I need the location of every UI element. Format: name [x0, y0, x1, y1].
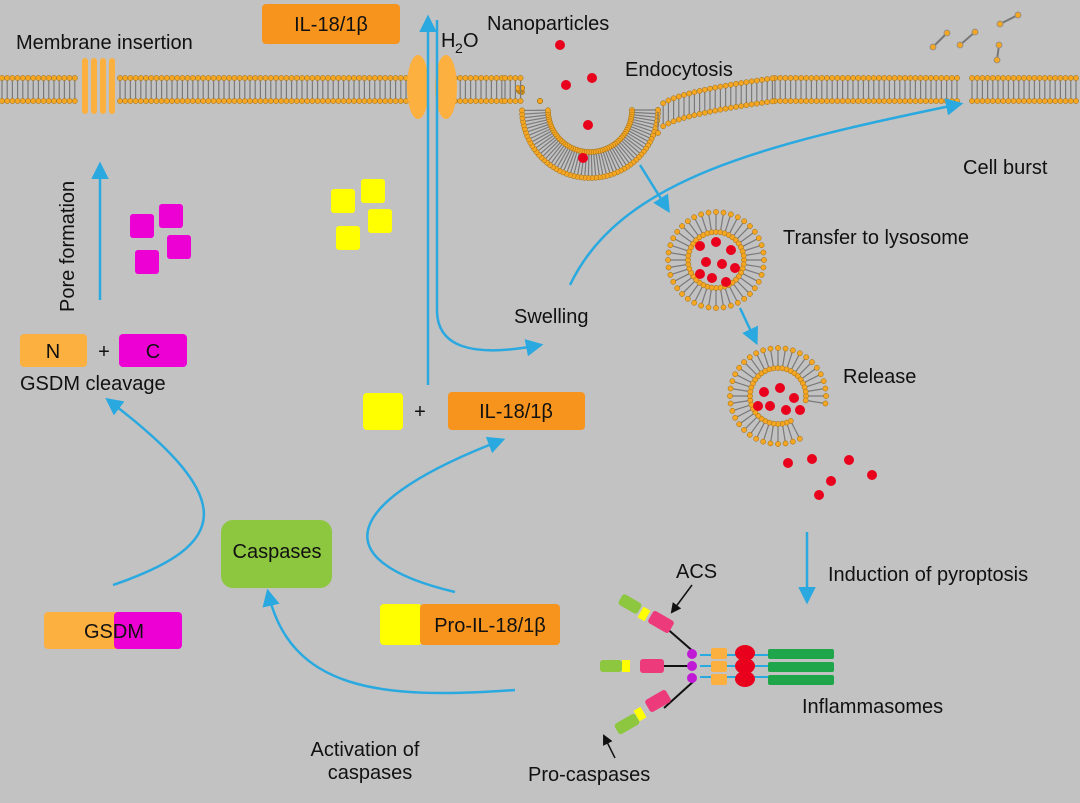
- svg-text:IL-18/1β: IL-18/1β: [294, 14, 368, 36]
- cell-membrane: [0, 75, 1079, 104]
- endocytosis-pit: [502, 75, 776, 181]
- n-fragment-box: N: [20, 334, 87, 367]
- swelling-label: Swelling: [514, 306, 588, 328]
- release-vesicle: [727, 345, 829, 447]
- transfer-to-lysosome-label: Transfer to lysosome: [783, 227, 969, 249]
- water-label: H 2 O: [441, 30, 479, 56]
- yellow-fragment-cluster: [331, 179, 392, 250]
- plus-sign: +: [414, 401, 426, 423]
- gsdm-box: GSDM: [44, 612, 182, 649]
- svg-text:O: O: [463, 30, 479, 52]
- svg-text:GSDM: GSDM: [84, 621, 144, 643]
- release-arrow: [738, 307, 758, 346]
- il18-top-box: IL-18/1β: [262, 4, 400, 44]
- svg-text:N: N: [46, 341, 60, 363]
- gsdm-cleavage-arrow: [105, 397, 205, 587]
- il18-maturation-arrow: [366, 436, 506, 594]
- pro-caspase-arm-top: [618, 594, 674, 633]
- svg-text:H: H: [441, 30, 455, 52]
- caspases-box: Caspases: [221, 520, 332, 588]
- water-influx-arrow: [435, 20, 544, 357]
- il18-mid-box: IL-18/1β: [448, 392, 585, 430]
- gsdm-pore: [82, 58, 115, 114]
- gsdm-cleavage-label: GSDM cleavage: [20, 373, 166, 395]
- cell-burst-label: Cell burst: [963, 157, 1048, 179]
- annotation-arrows: [603, 584, 693, 759]
- svg-text:C: C: [146, 341, 160, 363]
- release-label: Release: [843, 366, 916, 388]
- activation-of-caspases-label-line1: Activation of: [311, 739, 420, 761]
- pro-il18-box: Pro-IL-18/1β: [380, 604, 560, 645]
- svg-text:2: 2: [455, 40, 463, 56]
- endocytosis-label: Endocytosis: [625, 59, 733, 81]
- svg-text:Caspases: Caspases: [233, 541, 322, 563]
- svg-text:IL-18/1β: IL-18/1β: [479, 401, 553, 423]
- pro-caspase-arm-bottom: [614, 690, 671, 735]
- nanoparticles-group: [555, 40, 597, 163]
- inflammasomes-label: Inflammasomes: [802, 696, 943, 718]
- lysosome-vesicle: [665, 209, 767, 311]
- c-fragment-cluster: [130, 204, 191, 274]
- yellow-fragment: [363, 393, 403, 430]
- pro-caspases-label: Pro-caspases: [528, 764, 650, 786]
- induction-of-pyroptosis-label: Induction of pyroptosis: [828, 564, 1028, 586]
- transfer-arrow: [638, 164, 670, 213]
- plus-sign-gsdm: +: [98, 341, 110, 363]
- burst-fragments: [929, 11, 1022, 64]
- released-nanoparticles: [783, 454, 877, 500]
- nanoparticles-label: Nanoparticles: [487, 13, 609, 35]
- c-fragment-box: C: [119, 334, 187, 367]
- arrows: [91, 14, 964, 695]
- swelling-burst-arrow: [568, 98, 964, 286]
- activation-arrow: [262, 588, 516, 695]
- pore-formation-label: Pore formation: [57, 181, 79, 312]
- svg-text:Pro-IL-18/1β: Pro-IL-18/1β: [434, 615, 546, 637]
- pro-caspase-arm-mid: [600, 659, 664, 673]
- activation-of-caspases-label-line2: caspases: [328, 762, 413, 784]
- membrane-insertion-label: Membrane insertion: [16, 32, 193, 54]
- inflammasome-complex: [600, 594, 834, 735]
- membrane-channel: [407, 55, 457, 119]
- acs-label: ACS: [676, 561, 717, 583]
